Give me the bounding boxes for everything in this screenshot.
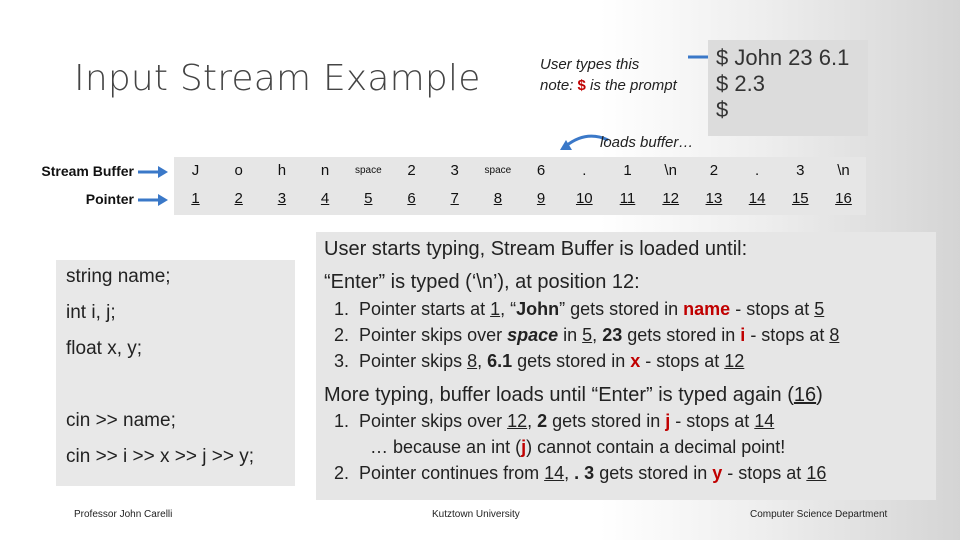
buffer-cell: . — [582, 162, 587, 179]
code-line: int i, j; — [66, 302, 116, 323]
explanation-box: User starts typing, Stream Buffer is loa… — [316, 232, 936, 500]
buffer-cell: 2 — [407, 162, 416, 179]
buffer-cell: 3 — [796, 162, 805, 179]
pointer-cell: 16 — [835, 190, 852, 207]
step-note: … because an int (j) cannot contain a de… — [370, 437, 786, 457]
pointer-cell: 8 — [493, 190, 503, 207]
code-line: string name; — [66, 266, 171, 287]
pointer-cell: 13 — [705, 190, 723, 207]
pointer-cell: 9 — [536, 190, 546, 207]
buffer-cell: o — [234, 162, 243, 179]
pointer-cell: 3 — [277, 190, 287, 207]
buffer-cell: 1 — [623, 162, 632, 179]
buffer-cell: \n — [837, 162, 850, 179]
buffer-cell: space — [484, 165, 512, 176]
code-line: cin >> i >> x >> j >> y; — [66, 446, 255, 467]
buffer-cell: \n — [664, 162, 677, 179]
buffer-cell: 2 — [709, 162, 719, 179]
explanation-heading: “Enter” is typed (‘\n’), at position 12: — [324, 271, 640, 293]
console-line: $ — [716, 97, 729, 122]
dollar-sign: $ — [577, 77, 586, 94]
explanation-heading: User starts typing, Stream Buffer is loa… — [324, 238, 748, 260]
code-line: float x, y; — [66, 338, 143, 359]
footer-author: Professor John Carelli — [74, 509, 173, 520]
curved-arrow-icon — [560, 134, 609, 150]
console-output: $ John 23 6.1 $ 2.3 $ — [708, 40, 868, 136]
pointer-cell: 10 — [575, 190, 593, 207]
slide-title: Input Stream Example — [74, 58, 481, 99]
step-item: 1. Pointer starts at 1, “John” gets stor… — [334, 299, 825, 319]
buffer-cell: 3 — [450, 162, 459, 179]
step-item: 2. Pointer skips over space in 5, 23 get… — [334, 325, 840, 345]
console-line: $ John 23 6.1 — [716, 45, 850, 70]
console-line: $ 2.3 — [716, 71, 765, 96]
pointer-cell: 11 — [619, 190, 636, 207]
code-block: string name; int i, j; float x, y; cin >… — [56, 260, 295, 486]
stream-buffer-label: Stream Buffer — [41, 163, 134, 179]
pointer-cell: 15 — [791, 190, 809, 207]
buffer-cell: space — [354, 165, 382, 176]
buffer-cell: n — [320, 162, 330, 179]
pointer-cell: 1 — [191, 190, 200, 207]
note-line-1: User types this — [540, 56, 640, 73]
arrow-right-icon — [138, 166, 168, 178]
pointer-cell: 4 — [320, 190, 330, 207]
buffer-cell: J — [191, 162, 200, 179]
arrow-right-icon — [138, 194, 168, 206]
step-item: 1. Pointer skips over 12, 2 gets stored … — [334, 411, 775, 431]
footer-department: Computer Science Department — [750, 509, 888, 520]
explanation-heading: More typing, buffer loads until “Enter” … — [324, 384, 823, 406]
pointer-cell: 2 — [234, 190, 243, 207]
buffer-cell: h — [277, 162, 287, 179]
buffer-cell: . — [755, 162, 760, 179]
buffer-cell: 6 — [536, 162, 546, 179]
pointer-cell: 12 — [662, 190, 680, 207]
pointer-cell: 6 — [407, 190, 416, 207]
step-item: 3. Pointer skips 8, 6.1 gets stored in x… — [334, 351, 745, 371]
pointer-cell: 5 — [364, 190, 373, 207]
pointer-cell: 7 — [450, 190, 459, 207]
pointer-cell: 14 — [748, 190, 766, 207]
footer-university: Kutztown University — [432, 509, 520, 520]
pointer-label: Pointer — [85, 191, 134, 207]
code-line: cin >> name; — [66, 410, 176, 431]
loads-buffer-label: loads buffer… — [600, 134, 694, 151]
note-line-2: note: $ is the prompt — [540, 77, 677, 94]
prompt-note: User types this note: $ is the prompt — [540, 54, 677, 96]
step-item: 2. Pointer continues from 14, . 3 gets s… — [334, 463, 827, 483]
